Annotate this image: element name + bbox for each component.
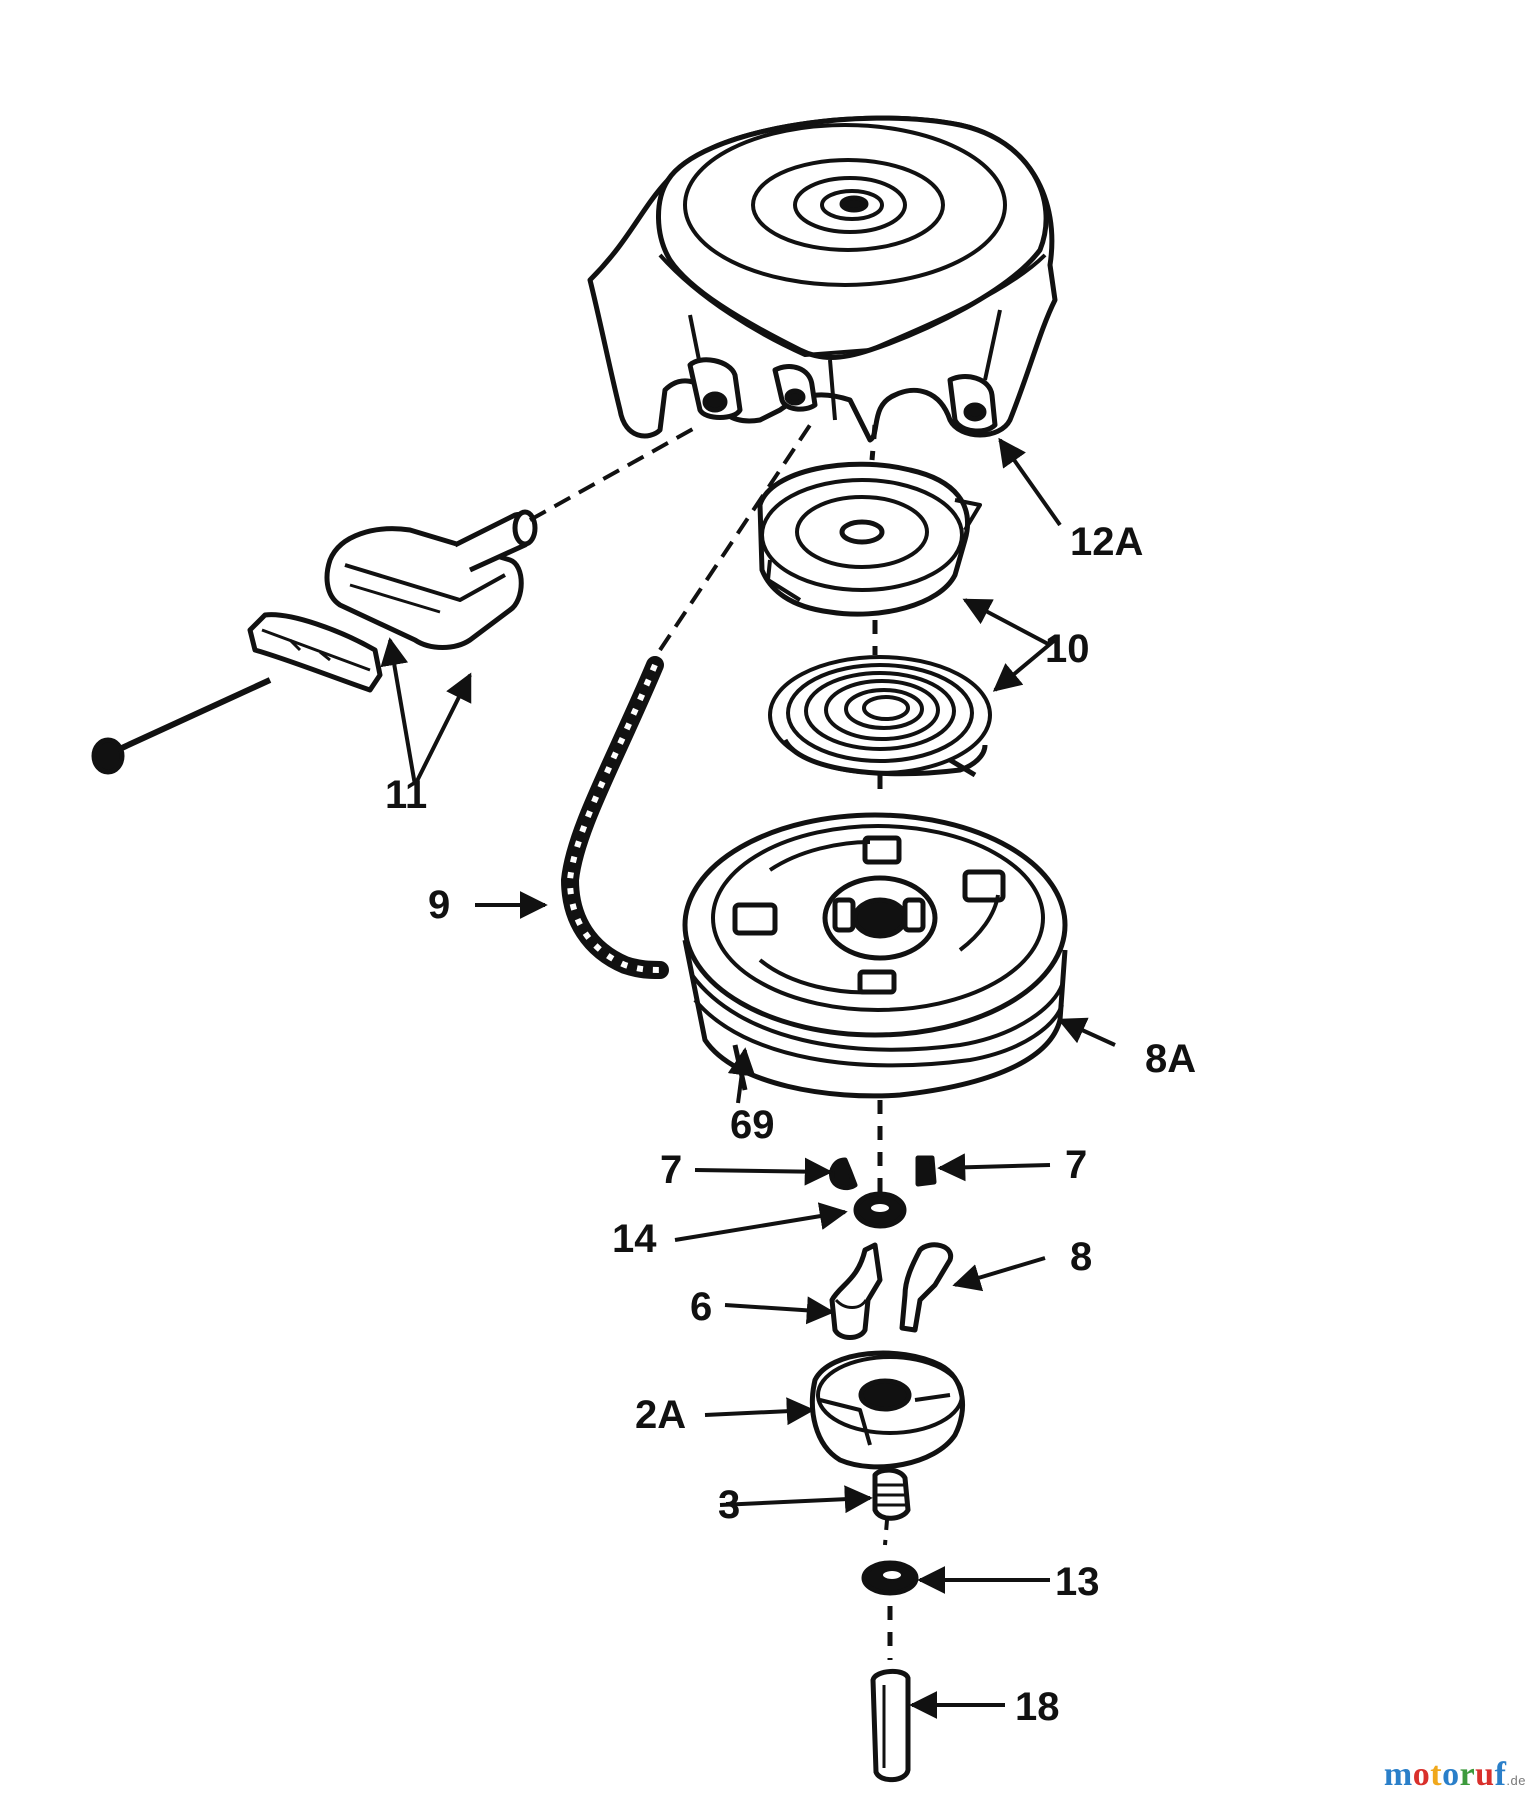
spring-3 (872, 1467, 911, 1546)
starter-pulley-8a (682, 812, 1068, 1099)
watermark-letter: t (1430, 1756, 1443, 1793)
callout-9: 9 (428, 883, 450, 927)
callout-69: 69 (730, 1103, 775, 1147)
watermark-letter: m (1383, 1756, 1413, 1793)
callout-14: 14 (612, 1217, 657, 1261)
callout-7-right: 7 (1065, 1143, 1087, 1187)
watermark-logo: motoruf.de (1384, 1756, 1526, 1794)
callout-10: 10 (1045, 627, 1090, 671)
small-parts (810, 1155, 966, 1783)
callout-18: 18 (1015, 1685, 1060, 1729)
watermark-suffix: .de (1506, 1773, 1526, 1788)
watermark-letter: o (1442, 1756, 1460, 1793)
callout-8: 8 (1070, 1235, 1092, 1279)
recoil-spring-10 (768, 655, 992, 778)
watermark-letter: o (1412, 1756, 1431, 1793)
watermark-letter: r (1459, 1756, 1476, 1793)
pawl-6 (829, 1242, 883, 1340)
callout-12a: 12A (1070, 520, 1143, 564)
watermark-letters: motoruf (1384, 1756, 1507, 1793)
pawl-8 (899, 1242, 954, 1333)
callout-8a: 8A (1145, 1037, 1196, 1081)
starter-housing-12a (587, 115, 1058, 443)
part-7-left (829, 1157, 858, 1191)
pin-18 (870, 1669, 911, 1783)
starter-handle-11 (91, 423, 701, 775)
leader-lines (380, 437, 1116, 1719)
watermark-letter: f (1494, 1756, 1507, 1793)
starter-rope-9 (560, 423, 812, 979)
callout-2a: 2A (635, 1393, 686, 1437)
callout-3: 3 (718, 1483, 740, 1527)
recoil-spring-cup-10 (757, 461, 982, 617)
callout-labels: 12A 10 11 9 8A 69 7 7 14 6 8 2A 3 13 18 (385, 520, 1196, 1729)
callout-11: 11 (385, 773, 427, 817)
callout-6: 6 (690, 1285, 712, 1329)
callout-7-left: 7 (660, 1148, 682, 1192)
callout-13: 13 (1055, 1560, 1100, 1604)
part-7-right (915, 1155, 937, 1187)
watermark-letter: u (1475, 1756, 1495, 1793)
